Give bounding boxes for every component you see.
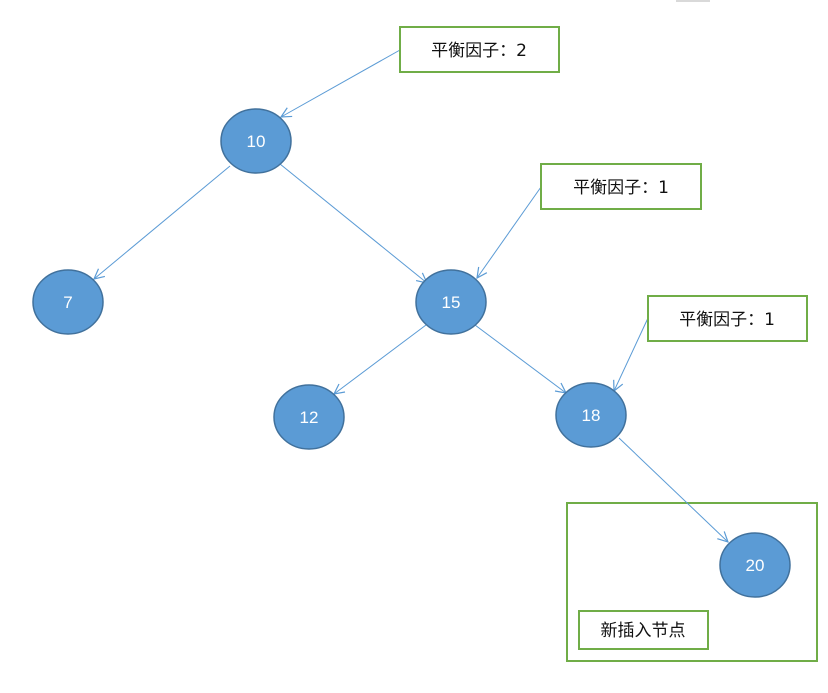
edge-15-12 [334,324,427,394]
balance-factor-label-15: 平衡因子：1 [573,178,669,198]
node-label-10: 10 [247,132,266,151]
balance-factor-label-18: 平衡因子：1 [679,310,775,330]
tree-node-18: 18 [555,382,627,448]
top-edge-artifact [676,0,710,2]
new-node-label-box: 新插入节点 [578,610,709,650]
node-label-18: 18 [582,406,601,425]
node-label-12: 12 [300,408,319,427]
tree-node-7: 7 [32,269,104,335]
new-node-label: 新插入节点 [601,621,686,641]
node-label-20: 20 [746,556,765,575]
balance-factor-label-10: 平衡因子：2 [431,41,527,61]
callout-pointer-10 [281,49,401,117]
tree-node-15: 15 [415,269,487,335]
edge-10-7 [94,165,231,279]
edge-15-18 [474,324,566,393]
callout-pointer-15 [477,186,542,278]
node-label-7: 7 [63,293,72,312]
balance-factor-callout-18: 平衡因子：1 [647,295,808,342]
balance-factor-callout-15: 平衡因子：1 [540,163,702,210]
tree-node-10: 10 [220,108,292,174]
callout-pointer-18 [614,317,649,391]
balance-factor-callout-10: 平衡因子：2 [399,26,560,73]
edge-18-20 [618,437,728,542]
tree-node-20: 20 [719,532,791,598]
new-node-highlight-box [566,502,818,662]
node-label-15: 15 [442,293,461,312]
edge-10-15 [279,163,427,283]
tree-node-12: 12 [273,384,345,450]
